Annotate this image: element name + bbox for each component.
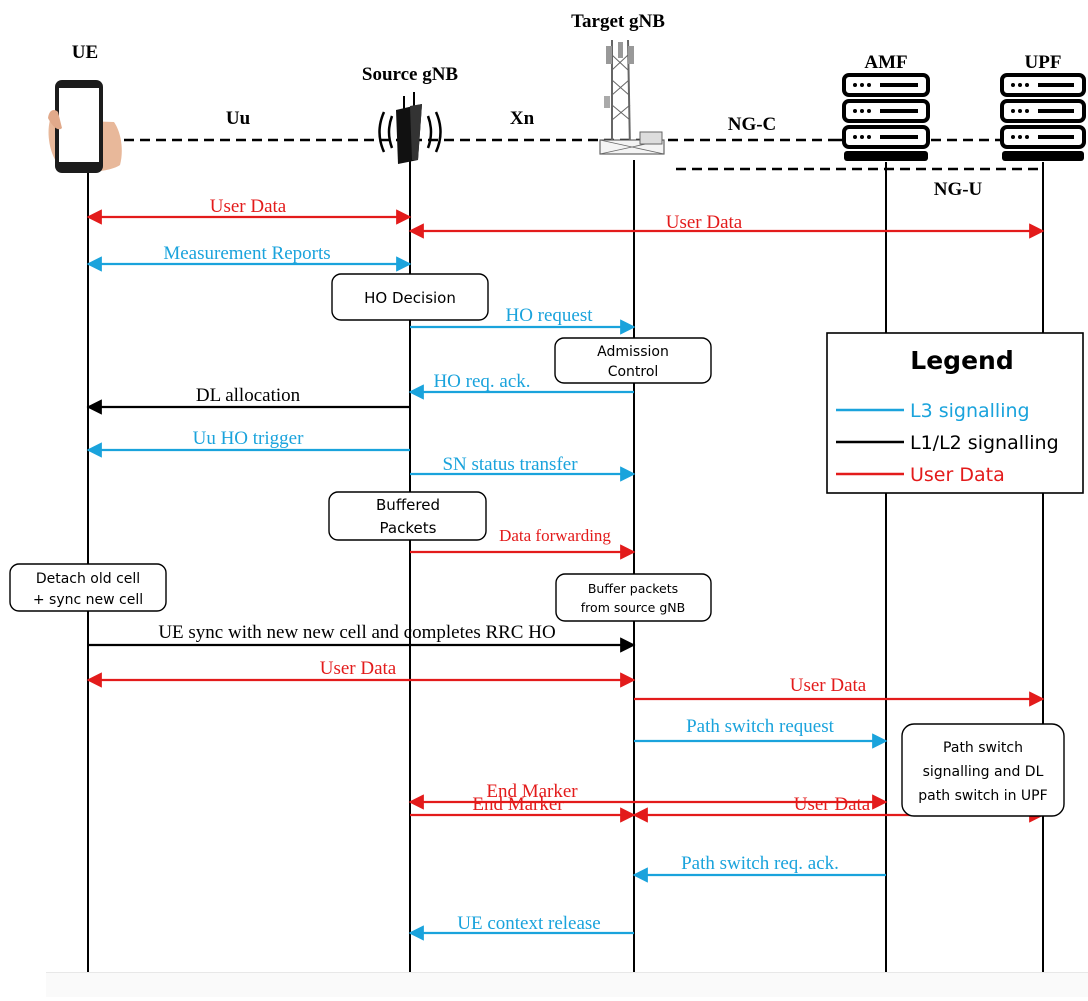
svg-text:L3 signalling: L3 signalling bbox=[910, 400, 1030, 422]
ngc-label: NG-C bbox=[728, 114, 777, 135]
bottom-panel bbox=[46, 972, 1088, 997]
svg-text:Legend: Legend bbox=[910, 346, 1013, 375]
message-path-switch-request: Path switch request bbox=[634, 716, 886, 741]
message-user-data-ue-source: User Data bbox=[88, 196, 410, 217]
svg-text:End Marker: End Marker bbox=[472, 794, 564, 815]
path-switch-box: Path switch signalling and DL path switc… bbox=[902, 724, 1064, 816]
svg-text:Buffered: Buffered bbox=[376, 496, 440, 514]
source-gnb-label: Source gNB bbox=[362, 64, 459, 85]
svg-text:UE sync with new new cell and: UE sync with new new cell and completes … bbox=[158, 622, 555, 643]
detach-old-cell-box: Detach old cell + sync new cell bbox=[10, 564, 166, 611]
message-path-switch-req-ack: Path switch req. ack. bbox=[634, 853, 886, 875]
ngu-label: NG-U bbox=[934, 179, 983, 200]
xn-label: Xn bbox=[510, 108, 535, 129]
svg-text:HO Decision: HO Decision bbox=[364, 289, 456, 307]
svg-text:signalling and DL: signalling and DL bbox=[923, 764, 1044, 780]
uu-label: Uu bbox=[226, 108, 251, 129]
svg-text:Measurement Reports: Measurement Reports bbox=[163, 243, 330, 264]
ue-label: UE bbox=[72, 42, 98, 63]
svg-text:User Data: User Data bbox=[794, 794, 871, 815]
smartphone-icon bbox=[48, 80, 122, 173]
message-dl-allocation: DL allocation bbox=[88, 385, 410, 407]
svg-text:Admission: Admission bbox=[597, 344, 669, 360]
svg-text:DL allocation: DL allocation bbox=[196, 385, 301, 406]
svg-text:UE context release: UE context release bbox=[457, 913, 600, 934]
message-ue-sync: UE sync with new new cell and completes … bbox=[88, 622, 634, 645]
svg-text:+ sync new cell: + sync new cell bbox=[33, 592, 143, 608]
svg-text:Path switch req. ack.: Path switch req. ack. bbox=[681, 853, 839, 874]
svg-text:HO request: HO request bbox=[505, 305, 593, 326]
message-user-data-ue-target: User Data bbox=[88, 658, 634, 680]
ho-decision-box: HO Decision bbox=[332, 274, 488, 320]
message-ue-context-release: UE context release bbox=[410, 913, 634, 934]
message-end-marker-2: End Marker bbox=[410, 794, 634, 815]
svg-text:User Data: User Data bbox=[320, 658, 397, 679]
svg-text:Detach old cell: Detach old cell bbox=[36, 571, 140, 587]
svg-text:Buffer packets: Buffer packets bbox=[588, 581, 678, 596]
svg-text:Packets: Packets bbox=[380, 519, 437, 537]
message-measurement-reports: Measurement Reports bbox=[88, 243, 410, 264]
target-gnb-label: Target gNB bbox=[571, 11, 665, 32]
buffered-packets-box: Buffered Packets bbox=[329, 492, 486, 540]
svg-text:from source gNB: from source gNB bbox=[581, 600, 685, 615]
svg-text:User Data: User Data bbox=[910, 464, 1005, 486]
buffer-packets-box: Buffer packets from source gNB bbox=[556, 574, 711, 621]
svg-text:HO req. ack.: HO req. ack. bbox=[433, 371, 530, 392]
message-user-data-target-upf: User Data bbox=[634, 675, 1043, 699]
svg-text:User Data: User Data bbox=[666, 212, 743, 233]
svg-text:SN status transfer: SN status transfer bbox=[442, 454, 578, 475]
upf-server-icon bbox=[1002, 75, 1084, 161]
svg-text:Path switch request: Path switch request bbox=[686, 716, 834, 737]
upf-label: UPF bbox=[1025, 52, 1062, 73]
amf-label: AMF bbox=[864, 52, 907, 73]
message-sn-status-transfer: SN status transfer bbox=[410, 454, 634, 475]
svg-text:User Data: User Data bbox=[210, 196, 287, 217]
svg-text:path switch in UPF: path switch in UPF bbox=[918, 788, 1047, 804]
svg-text:Control: Control bbox=[608, 364, 659, 380]
cell-tower-icon bbox=[600, 40, 664, 154]
svg-text:Path switch: Path switch bbox=[943, 740, 1023, 756]
message-uu-ho-trigger: Uu HO trigger bbox=[88, 428, 410, 450]
svg-text:User Data: User Data bbox=[790, 675, 867, 696]
messages: User Data User Data Measurement Reports … bbox=[88, 196, 1043, 934]
antenna-icon bbox=[380, 92, 441, 164]
admission-control-box: Admission Control bbox=[555, 338, 711, 383]
amf-server-icon bbox=[844, 75, 928, 161]
svg-text:Data forwarding: Data forwarding bbox=[499, 526, 611, 545]
message-user-data-source-upf: User Data bbox=[410, 212, 1043, 233]
svg-text:L1/L2 signalling: L1/L2 signalling bbox=[910, 432, 1059, 454]
legend: Legend L3 signalling L1/L2 signalling Us… bbox=[827, 333, 1083, 493]
svg-text:Uu HO trigger: Uu HO trigger bbox=[193, 428, 304, 449]
